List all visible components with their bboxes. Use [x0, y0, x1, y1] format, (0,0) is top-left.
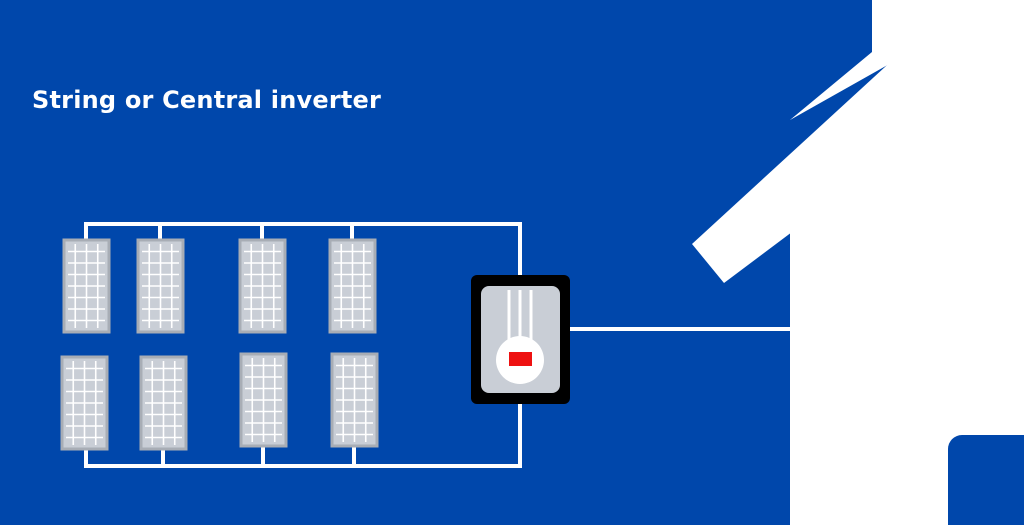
solar-panel [62, 238, 111, 334]
solar-panel-row-bottom [60, 352, 379, 451]
solar-panel [330, 352, 379, 448]
panel-cell-grid [142, 244, 179, 328]
solar-panel-row-top [62, 238, 377, 334]
solar-panel [238, 238, 287, 334]
solar-panel [139, 355, 188, 451]
panel-cell-grid [66, 361, 103, 445]
house-roof [692, 0, 1024, 283]
solar-panel [136, 238, 185, 334]
panel-cell-grid [145, 361, 182, 445]
inverter [471, 275, 570, 404]
house [692, 0, 1024, 525]
solar-panel [328, 238, 377, 334]
diagram-title: String or Central inverter [32, 86, 382, 114]
panel-cell-grid [334, 244, 371, 328]
panel-cell-grid [244, 244, 281, 328]
panel-cell-grid [336, 358, 373, 442]
top-bus-wire [84, 222, 522, 278]
inverter-conductors [507, 290, 533, 344]
inverter-status-indicator [509, 352, 532, 366]
solar-panel [60, 355, 109, 451]
panel-cell-grid [245, 358, 282, 442]
bottom-bus-wire [84, 402, 522, 468]
solar-panel [239, 352, 288, 448]
panel-cell-grid [68, 244, 105, 328]
house-door [948, 435, 1024, 525]
wiring [84, 222, 794, 468]
